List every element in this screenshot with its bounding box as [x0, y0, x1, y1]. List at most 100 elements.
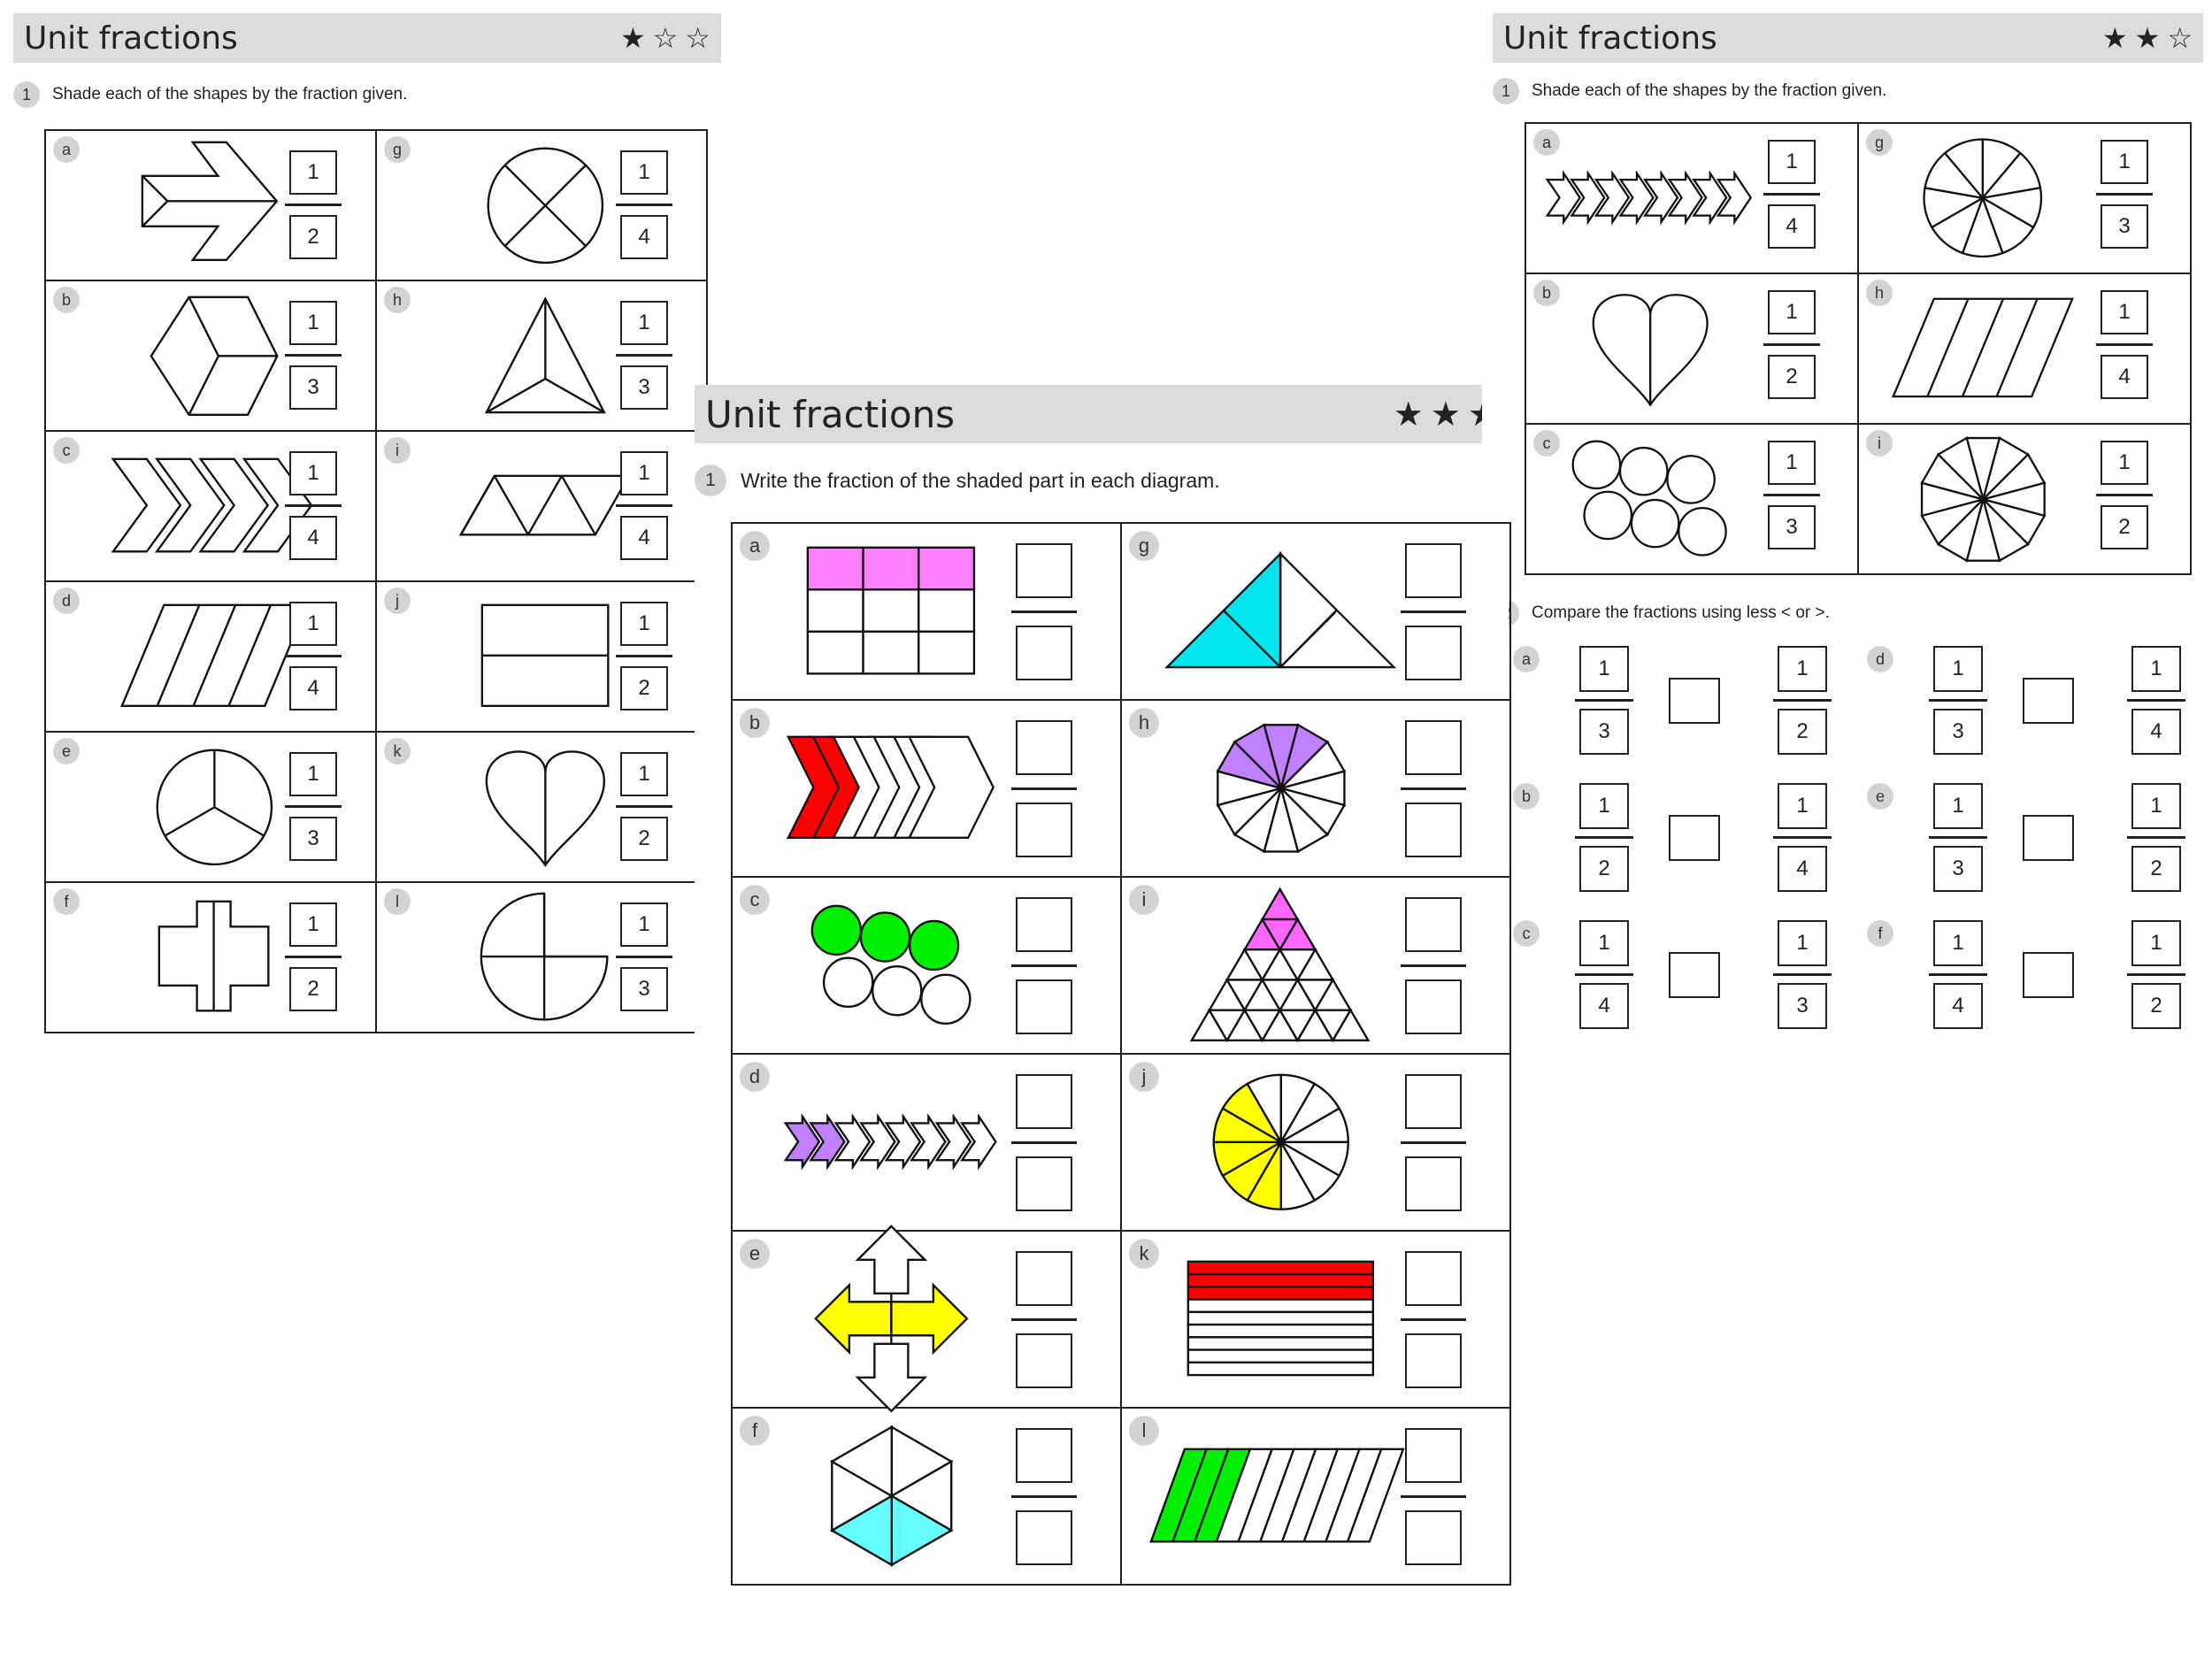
comparison-answer-box[interactable] — [2023, 677, 2074, 724]
worksheet-2-title-bar: Unit fractions ★ ★ ★ — [695, 385, 1482, 443]
worksheet-2: Unit fractions ★ ★ ★ 1 Write the fractio… — [695, 385, 1511, 1597]
worksheet-title: Unit fractions — [1503, 19, 1717, 57]
arrow-row-diagram — [1545, 170, 1753, 226]
dodecagon-diagram — [1919, 435, 2047, 563]
arrow-row-diagram — [784, 1113, 998, 1171]
rectangle-halves-diagram — [480, 603, 610, 708]
star-icon: ★ — [2101, 21, 2128, 55]
numerator-answer-box[interactable] — [1405, 720, 1462, 775]
denominator-answer-box[interactable] — [1405, 803, 1462, 857]
shape-cell-a: a — [731, 522, 1122, 701]
worksheet-title: Unit fractions — [24, 19, 238, 57]
numerator-answer-box[interactable] — [1016, 543, 1072, 598]
comparison-answer-box[interactable] — [2023, 814, 2074, 861]
numerator: 1 — [620, 301, 668, 345]
numerator-answer-box[interactable] — [1016, 720, 1072, 775]
heart-diagram — [485, 750, 605, 867]
denominator-answer-box[interactable] — [1405, 1333, 1462, 1388]
item-label: d — [53, 588, 80, 614]
item-label: i — [384, 437, 411, 464]
shape-cell-h: h — [1120, 699, 1511, 878]
denominator-answer-box[interactable] — [1016, 803, 1072, 857]
item-label: f — [1867, 920, 1893, 947]
denominator-answer-box[interactable] — [1405, 1510, 1462, 1565]
comparison-answer-box[interactable] — [1669, 677, 1720, 724]
numerator-answer-box[interactable] — [1405, 1074, 1462, 1129]
denominator-answer-box[interactable] — [1016, 1333, 1072, 1388]
fraction-bar — [285, 354, 342, 357]
worksheet-3: Unit fractions ★ ★ ☆ 1 Shade each of the… — [1486, 0, 2212, 1106]
denominator-answer-box[interactable] — [1405, 1156, 1462, 1211]
fraction-bar — [2127, 973, 2185, 976]
fraction-bar — [1401, 1318, 1466, 1321]
denominator: 2 — [1778, 709, 1827, 755]
star-icon: ★ — [619, 21, 646, 55]
instruction-text: Shade each of the shapes by the fraction… — [52, 85, 408, 104]
numerator-answer-box[interactable] — [1016, 1251, 1072, 1306]
denominator-answer-box[interactable] — [1016, 1156, 1072, 1211]
numerator: 1 — [289, 752, 337, 796]
star-icon: ★ — [1393, 395, 1424, 434]
numerator-answer-box[interactable] — [1405, 1428, 1462, 1483]
item-label: k — [384, 738, 411, 764]
numerator-answer-box[interactable] — [1405, 897, 1462, 952]
comparison-answer-box[interactable] — [2023, 951, 2074, 998]
item-label: g — [384, 136, 411, 163]
four-arrows-diagram — [813, 1224, 969, 1413]
numerator: 1 — [620, 150, 668, 195]
denominator-answer-box[interactable] — [1405, 979, 1462, 1034]
grid-3x3-diagram — [806, 546, 976, 675]
hexagon-six-diagram — [830, 1425, 954, 1567]
denominator-answer-box[interactable] — [1016, 979, 1072, 1034]
numerator: 1 — [1579, 646, 1629, 692]
fraction-bar — [1401, 611, 1466, 613]
fraction-bar — [2127, 836, 2185, 839]
numerator: 1 — [1778, 646, 1827, 692]
worksheet-3-title-bar: Unit fractions ★ ★ ☆ — [1493, 13, 2203, 63]
fraction-bar — [1401, 1495, 1466, 1498]
numerator-answer-box[interactable] — [1405, 543, 1462, 598]
denominator: 4 — [1768, 204, 1816, 249]
fraction — [1401, 897, 1466, 1034]
comparison-answer-box[interactable] — [1669, 951, 1720, 998]
numerator: 1 — [2101, 140, 2148, 184]
item-label: a — [740, 531, 770, 561]
denominator-answer-box[interactable] — [1016, 1510, 1072, 1565]
numerator-answer-box[interactable] — [1016, 1074, 1072, 1129]
numerator: 1 — [1768, 290, 1816, 334]
parallelogram-four-diagram — [119, 603, 309, 708]
numerator-answer-box[interactable] — [1016, 897, 1072, 952]
denominator-answer-box[interactable] — [1016, 626, 1072, 680]
shape-cell-l: l — [1120, 1407, 1511, 1586]
comparison-answer-box[interactable] — [1669, 814, 1720, 861]
item-label: f — [740, 1416, 770, 1446]
numerator-answer-box[interactable] — [1405, 1251, 1462, 1306]
triangle-thirds-diagram — [484, 296, 606, 413]
question-1-instruction: 1 Shade each of the shapes by the fracti… — [1493, 78, 1886, 104]
numerator-answer-box[interactable] — [1016, 1428, 1072, 1483]
denominator: 3 — [1768, 505, 1816, 549]
denominator-answer-box[interactable] — [1405, 626, 1462, 680]
fraction — [1011, 543, 1077, 680]
numerator: 1 — [1933, 783, 1983, 829]
numerator: 1 — [2131, 920, 2181, 966]
